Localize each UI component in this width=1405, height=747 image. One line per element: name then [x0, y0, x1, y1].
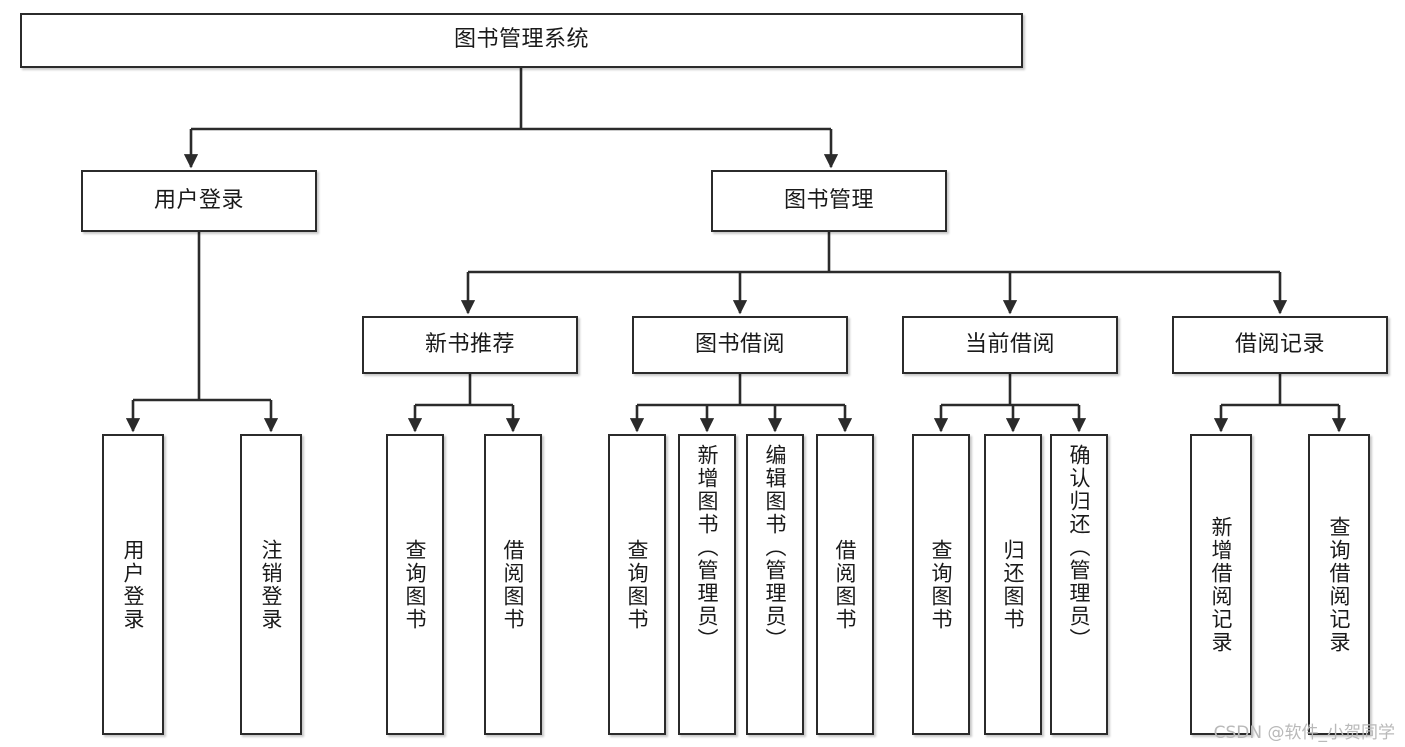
node-leaf-query-book-rec[interactable]: 查询图书 [386, 434, 444, 735]
csdn-watermark: CSDN @软件_小贺同学 [1213, 723, 1395, 743]
node-leaf-add-record-label: 新增借阅记录 [1209, 515, 1234, 654]
node-leaf-borrow-book-rec[interactable]: 借阅图书 [484, 434, 542, 735]
node-current-borrow-label: 当前借阅 [964, 331, 1055, 357]
node-leaf-borrow-book-rec-label: 借阅图书 [501, 538, 526, 631]
node-leaf-add-record[interactable]: 新增借阅记录 [1190, 434, 1252, 735]
node-borrow-record[interactable]: 借阅记录 [1172, 316, 1388, 374]
node-leaf-borrow-book-brw-label: 借阅图书 [833, 538, 858, 631]
node-leaf-confirm-return-label: 确认归还（管理员） [1067, 444, 1092, 651]
node-root-label: 图书管理系统 [453, 27, 589, 53]
node-leaf-return-book-label: 归还图书 [1001, 538, 1026, 631]
node-current-borrow[interactable]: 当前借阅 [902, 316, 1118, 374]
node-root[interactable]: 图书管理系统 [20, 13, 1023, 68]
node-leaf-add-book[interactable]: 新增图书（管理员） [678, 434, 736, 735]
node-leaf-query-book-brw[interactable]: 查询图书 [608, 434, 666, 735]
node-book-borrow[interactable]: 图书借阅 [632, 316, 848, 374]
node-book-manage[interactable]: 图书管理 [711, 170, 947, 232]
node-leaf-add-book-label: 新增图书（管理员） [695, 444, 720, 651]
node-new-book-recommend[interactable]: 新书推荐 [362, 316, 578, 374]
node-user-login[interactable]: 用户登录 [81, 170, 317, 232]
node-leaf-edit-book[interactable]: 编辑图书（管理员） [746, 434, 804, 735]
node-new-book-recommend-label: 新书推荐 [424, 331, 515, 357]
node-leaf-query-record[interactable]: 查询借阅记录 [1308, 434, 1370, 735]
node-leaf-query-record-label: 查询借阅记录 [1327, 515, 1352, 654]
node-leaf-query-book-rec-label: 查询图书 [403, 538, 428, 631]
node-borrow-record-label: 借阅记录 [1234, 331, 1325, 357]
node-leaf-edit-book-label: 编辑图书（管理员） [763, 444, 788, 651]
node-leaf-query-book-brw-label: 查询图书 [625, 538, 650, 631]
node-leaf-user-login[interactable]: 用户登录 [102, 434, 164, 735]
node-book-manage-label: 图书管理 [783, 187, 874, 213]
node-leaf-logout-label: 注销登录 [259, 538, 284, 631]
node-user-login-label: 用户登录 [153, 187, 244, 213]
node-leaf-confirm-return[interactable]: 确认归还（管理员） [1050, 434, 1108, 735]
node-leaf-query-book-cur[interactable]: 查询图书 [912, 434, 970, 735]
node-leaf-query-book-cur-label: 查询图书 [929, 538, 954, 631]
node-leaf-borrow-book-brw[interactable]: 借阅图书 [816, 434, 874, 735]
node-leaf-user-login-label: 用户登录 [121, 538, 146, 631]
node-leaf-return-book[interactable]: 归还图书 [984, 434, 1042, 735]
node-leaf-logout[interactable]: 注销登录 [240, 434, 302, 735]
node-book-borrow-label: 图书借阅 [694, 331, 785, 357]
